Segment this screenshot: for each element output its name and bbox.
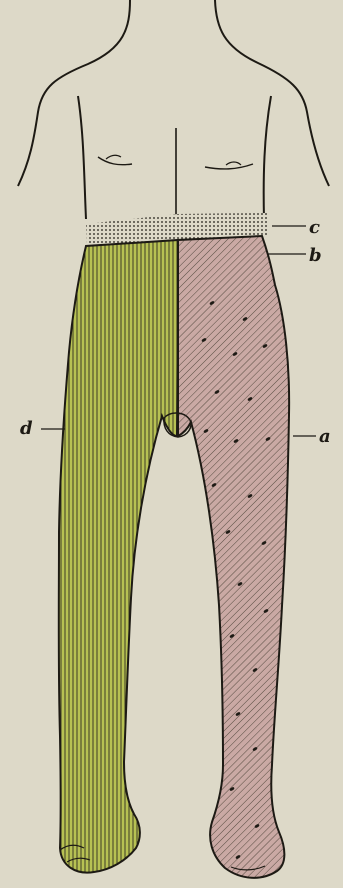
label-b: b: [309, 247, 322, 265]
label-d: d: [20, 420, 33, 438]
right-leg: [178, 236, 289, 878]
torso-outline: [18, 0, 329, 220]
label-a: a: [319, 428, 331, 446]
left-leg: [59, 240, 178, 873]
label-c: c: [309, 219, 320, 237]
